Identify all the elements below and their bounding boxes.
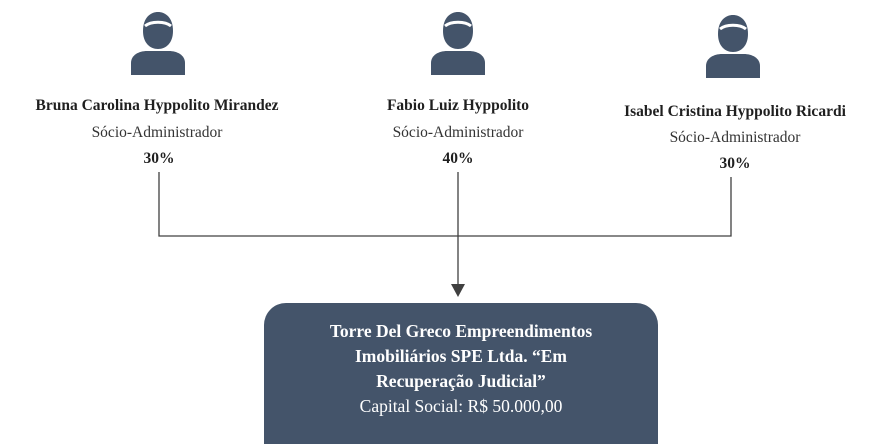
person-icon xyxy=(131,12,185,75)
arrow-head xyxy=(451,284,465,297)
partner-share: 30% xyxy=(143,150,175,167)
connector-right xyxy=(458,177,732,237)
company-box: Torre Del Greco Empreendimentos Imobiliá… xyxy=(264,303,658,444)
partner-role: Sócio-Administrador xyxy=(669,129,801,146)
partner-share: 30% xyxy=(719,155,751,172)
partner-name: Isabel Cristina Hyppolito Ricardi xyxy=(624,103,846,120)
company-capital: Capital Social: R$ 50.000,00 xyxy=(359,396,563,416)
company-name: Torre Del Greco Empreendimentos Imobiliá… xyxy=(329,321,593,391)
partner-role: Sócio-Administrador xyxy=(392,124,524,141)
partner-share: 40% xyxy=(442,150,474,167)
partner-name: Fabio Luiz Hyppolito xyxy=(386,97,530,114)
connector-left xyxy=(158,172,458,237)
person-icon xyxy=(706,15,760,78)
partner-name: Bruna Carolina Hyppolito Mirandez xyxy=(35,97,279,114)
person-icon xyxy=(431,12,485,75)
partner-role: Sócio-Administrador xyxy=(91,124,223,141)
